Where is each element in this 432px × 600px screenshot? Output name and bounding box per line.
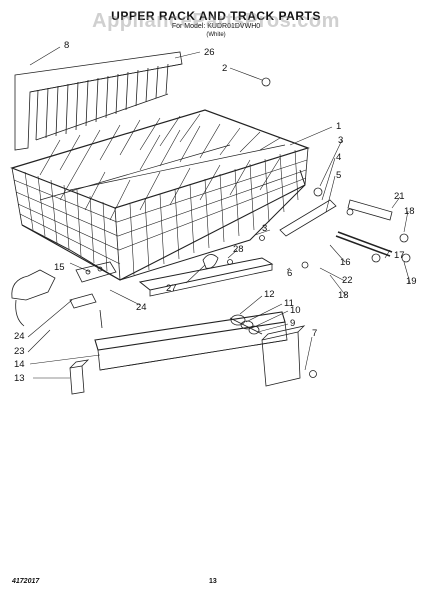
track-rail [138,257,274,297]
bracket-part [261,325,306,387]
callout-3: 3 [338,135,343,146]
color-line: (White) [206,32,226,38]
wheel-assembly [229,314,263,335]
callout-24: 24 [14,331,25,342]
callout-28: 28 [233,244,244,255]
model-line: For Model: KUDR01DVWH0 [171,23,261,30]
lower-track-rail [94,311,288,371]
left-side-parts [11,261,117,329]
callout-2: 2 [222,63,227,74]
callout-7: 7 [312,328,317,339]
callout-26: 24 [136,302,147,313]
callout-11: 11 [284,298,294,309]
screw-part [309,370,317,378]
callout-19: 19 [406,276,417,287]
side-arm-assembly [279,187,411,263]
callout-22: 26 [204,47,215,58]
callout-5: 5 [336,170,341,181]
callout-16: 16 [340,257,351,268]
track-end-cap [69,359,90,395]
callout-6: 6 [287,268,292,279]
page-number: 13 [209,578,217,585]
tine-row-part [14,51,183,151]
upper-rack-basket [10,109,310,281]
callout-27: 27 [166,283,177,294]
callout-20: 21 [394,191,405,202]
rack-stop-part [202,235,309,269]
callout-13: 13 [14,373,25,384]
callout-17: 17 [394,250,405,261]
callout-14: 14 [14,359,25,370]
callout-23: 23 [14,346,25,357]
callout-15: 15 [54,262,65,273]
watermark-text: AppliancePartsPros.com [92,10,340,32]
callout-18-lower: 18 [338,290,349,301]
callout-9: 9 [290,318,295,329]
callout-3-lower: 3 [262,223,267,234]
callout-10: 10 [290,305,301,316]
callout-1: 1 [336,121,341,132]
callout-18-upper: 18 [404,206,415,217]
leader-lines [27,46,411,379]
callout-8: 8 [64,40,69,51]
fastener-part [261,77,271,87]
callout-4: 4 [336,152,341,163]
document-number: 4172017 [12,578,40,585]
callout-21: 22 [342,275,353,286]
callout-12: 12 [264,289,275,300]
page-title: UPPER RACK AND TRACK PARTS [111,9,321,23]
